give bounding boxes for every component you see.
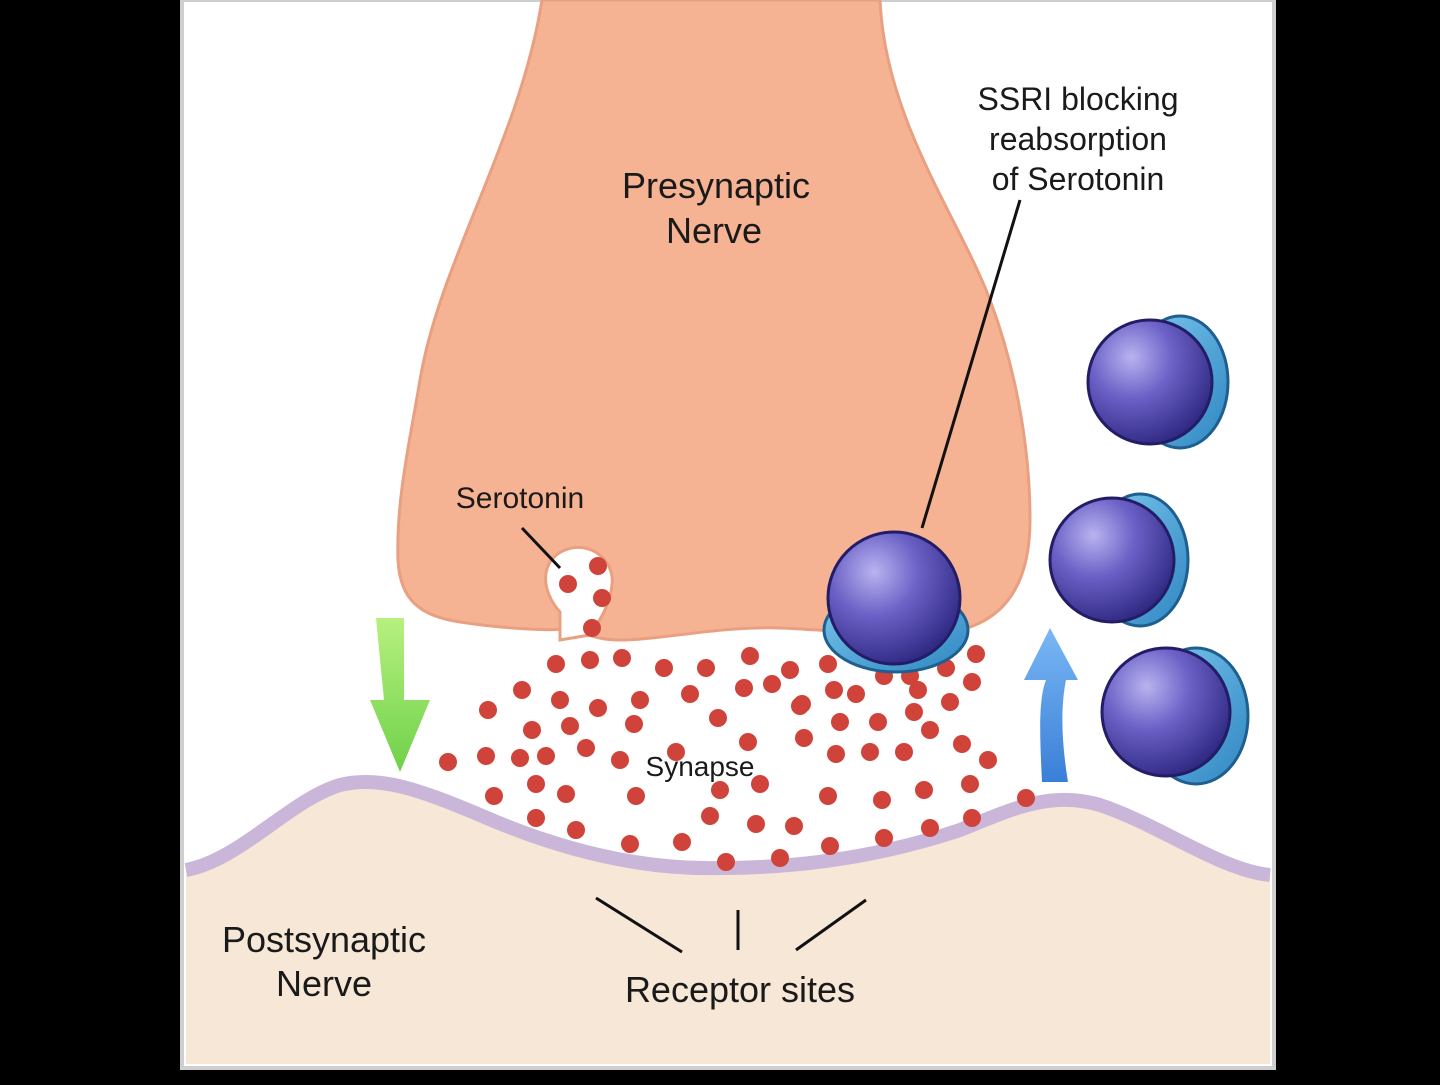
serotonin-molecule [895, 743, 913, 761]
release-arrow [370, 618, 430, 772]
serotonin-molecule [781, 661, 799, 679]
postsynaptic-nerve [186, 781, 1270, 1064]
serotonin-molecule [593, 589, 611, 607]
serotonin-molecule [967, 645, 985, 663]
serotonin-molecule [921, 819, 939, 837]
serotonin-molecule [701, 807, 719, 825]
serotonin-molecule [869, 713, 887, 731]
serotonin-molecule [697, 659, 715, 677]
presynaptic-label-1: Presynaptic [622, 165, 810, 206]
serotonin-label: Serotonin [456, 482, 584, 515]
ssri-molecule-free-3 [1100, 646, 1250, 786]
receptor-leader-right [795, 898, 867, 952]
serotonin-molecule [581, 651, 599, 669]
serotonin-molecule [953, 735, 971, 753]
serotonin-molecule [625, 715, 643, 733]
serotonin-molecule [631, 691, 649, 709]
serotonin-molecule [905, 703, 923, 721]
serotonin-molecule [583, 619, 601, 637]
serotonin-molecule [711, 781, 729, 799]
ssri-label-2: reabsorption [989, 121, 1167, 157]
serotonin-molecule [709, 709, 727, 727]
serotonin-molecule [739, 733, 757, 751]
serotonin-molecule [873, 791, 891, 809]
postsynaptic-label-1: Postsynaptic [222, 919, 426, 960]
serotonin-molecule [537, 747, 555, 765]
ssri-molecule-free-2 [1048, 492, 1190, 628]
serotonin-molecule [961, 775, 979, 793]
serotonin-molecule [667, 743, 685, 761]
serotonin-molecule [825, 681, 843, 699]
ssri-leader-line [920, 199, 1022, 529]
serotonin-molecule [941, 693, 959, 711]
serotonin-molecule [915, 781, 933, 799]
serotonin-molecule [963, 809, 981, 827]
serotonin-molecule [559, 575, 577, 593]
serotonin-leader-line [520, 526, 562, 570]
serotonin-molecule [523, 721, 541, 739]
serotonin-molecule [527, 775, 545, 793]
serotonin-molecule [589, 699, 607, 717]
serotonin-molecule [751, 775, 769, 793]
presynaptic-label-2: Nerve [666, 210, 762, 251]
serotonin-molecule [479, 701, 497, 719]
serotonin-molecule [673, 833, 691, 851]
ssri-molecule-bound [822, 530, 970, 674]
ssri-label-1: SSRI blocking [978, 81, 1179, 117]
serotonin-molecule [763, 675, 781, 693]
serotonin-molecule [819, 655, 837, 673]
serotonin-molecule [655, 659, 673, 677]
postsynaptic-label-2: Nerve [276, 963, 372, 1004]
serotonin-molecule [747, 815, 765, 833]
receptor-sites-label: Receptor sites [625, 969, 855, 1010]
ssri-label-3: of Serotonin [992, 161, 1165, 197]
serotonin-molecule [831, 713, 849, 731]
serotonin-molecule [735, 679, 753, 697]
serotonin-molecule [717, 853, 735, 871]
serotonin-molecule [567, 821, 585, 839]
serotonin-molecule [795, 729, 813, 747]
serotonin-molecule [477, 747, 495, 765]
serotonin-molecule [909, 681, 927, 699]
serotonin-molecule [827, 745, 845, 763]
serotonin-molecules [439, 557, 1035, 871]
serotonin-molecule [847, 685, 865, 703]
serotonin-molecule [513, 681, 531, 699]
serotonin-molecule [785, 817, 803, 835]
serotonin-molecule [741, 647, 759, 665]
serotonin-molecule [819, 787, 837, 805]
serotonin-molecule [439, 753, 457, 771]
serotonin-molecule [861, 743, 879, 761]
serotonin-molecule [551, 691, 569, 709]
serotonin-molecule [527, 809, 545, 827]
serotonin-molecule [875, 829, 893, 847]
serotonin-molecule [963, 673, 981, 691]
serotonin-molecule [627, 787, 645, 805]
serotonin-molecule [611, 751, 629, 769]
serotonin-molecule [613, 649, 631, 667]
serotonin-molecule [621, 835, 639, 853]
serotonin-molecule [793, 695, 811, 713]
serotonin-molecule [771, 849, 789, 867]
serotonin-molecule [577, 739, 595, 757]
serotonin-molecule [821, 837, 839, 855]
serotonin-molecule [547, 655, 565, 673]
serotonin-molecule [589, 557, 607, 575]
serotonin-molecule [681, 685, 699, 703]
ssri-molecule-free-1 [1086, 314, 1230, 450]
synapse-label: Synapse [646, 751, 755, 782]
reuptake-arrow [1024, 628, 1078, 782]
receptor-leader-left [595, 896, 683, 954]
serotonin-molecule [511, 749, 529, 767]
serotonin-molecule [485, 787, 503, 805]
serotonin-molecule [921, 721, 939, 739]
serotonin-molecule [557, 785, 575, 803]
serotonin-molecule [979, 751, 997, 769]
serotonin-molecule [1017, 789, 1035, 807]
serotonin-molecule [561, 717, 579, 735]
